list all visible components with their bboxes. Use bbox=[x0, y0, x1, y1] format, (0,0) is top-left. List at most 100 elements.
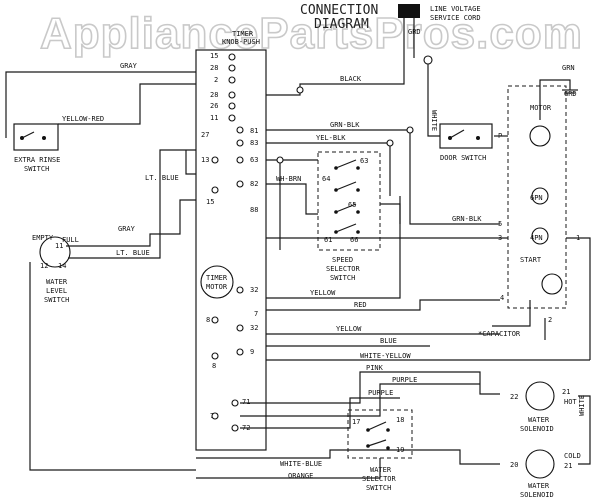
wire-label-gray-top: GRAY bbox=[120, 62, 138, 70]
wire-label-yellow-2: YELLOW bbox=[336, 325, 362, 333]
speed-terminal-63: 63 bbox=[360, 157, 368, 165]
timer-box bbox=[195, 49, 267, 451]
water-level-full-label: FULL bbox=[62, 236, 79, 244]
motor-winding-4-icon bbox=[531, 227, 549, 245]
water-level-label-line1: WATER bbox=[46, 278, 68, 286]
water-level-terminal-11: 11 bbox=[55, 242, 63, 250]
hot-solenoid-label-line2: SOLENOID bbox=[520, 425, 554, 433]
timer-contact-9: 9 bbox=[250, 348, 254, 356]
wire-label-lt-blue-1: LT. BLUE bbox=[145, 174, 179, 182]
cold-water-solenoid-icon bbox=[525, 449, 555, 479]
timer-contact-15b: 15 bbox=[206, 198, 214, 206]
extra-rinse-label-line1: EXTRA RINSE bbox=[14, 156, 60, 164]
watermark-text: AppliancePartsPros.com bbox=[40, 9, 583, 58]
wire-label-black: BLACK bbox=[340, 75, 362, 83]
timer-contact-2: 2 bbox=[214, 76, 218, 84]
timer-contact-7: 7 bbox=[254, 310, 258, 318]
wire-label-white-right: WHITE bbox=[578, 395, 586, 416]
wire-label-white-yellow: WHITE-YELLOW bbox=[360, 352, 411, 360]
speed-terminal-64: 64 bbox=[322, 175, 330, 183]
cold-terminal-21: 21 bbox=[564, 462, 572, 470]
cold-terminal-20: 20 bbox=[510, 461, 518, 469]
motor-start-label: START bbox=[520, 256, 542, 264]
water-level-empty-label: EMPTY bbox=[32, 234, 54, 242]
door-switch-label: DOOR SWITCH bbox=[440, 154, 486, 162]
motor-6pn-label: 6PN bbox=[530, 194, 543, 202]
diagram-title-line2: DIAGRAM bbox=[314, 17, 369, 32]
timer-contacts: 15 28 2 28 26 11 27 81 83 13 63 82 15 88… bbox=[201, 52, 258, 432]
door-switch-box bbox=[439, 123, 493, 149]
ws-terminal-18: 18 bbox=[396, 416, 404, 424]
diagram-title-line1: CONNECTION bbox=[300, 3, 378, 18]
wire-label-purple-1: PURPLE bbox=[392, 376, 417, 384]
timer-label-line1: TIMER bbox=[232, 30, 254, 38]
hot-terminal-22: 22 bbox=[510, 393, 518, 401]
timer-contact-81: 81 bbox=[250, 127, 258, 135]
timer-contact-8b: 8 bbox=[212, 362, 216, 370]
wire-label-white-blue: WHITE-BLUE bbox=[280, 460, 322, 468]
cord-label-line2: SERVICE CORD bbox=[430, 14, 481, 22]
motor-terminal-2: 2 bbox=[548, 316, 552, 324]
water-level-switch-icon bbox=[39, 236, 71, 268]
motor-box bbox=[507, 85, 567, 309]
timer-contact-82: 82 bbox=[250, 180, 258, 188]
motor-start-switch-icon bbox=[541, 273, 563, 295]
wire-label-gray-mid: GRAY bbox=[118, 225, 136, 233]
ground-grn-label: GRN bbox=[562, 64, 575, 72]
water-level-label-line2: LEVEL bbox=[46, 287, 67, 295]
timer-contact-32a: 32 bbox=[250, 286, 258, 294]
wire-label-yel-blk: YEL-BLK bbox=[316, 134, 346, 142]
hot-solenoid-label-line1: WATER bbox=[528, 416, 550, 424]
wire-label-white-vertical: WHITE bbox=[430, 110, 438, 131]
motor-terminal-5: 5 bbox=[498, 220, 502, 228]
wire-label-grn-blk-1: GRN-BLK bbox=[330, 121, 360, 129]
motor-grd-label: GRD bbox=[564, 90, 577, 98]
extra-rinse-switch-contact bbox=[21, 131, 35, 139]
speed-switch-label-line3: SWITCH bbox=[330, 274, 355, 282]
timer-contact-88: 88 bbox=[250, 206, 258, 214]
wire-label-pink: PINK bbox=[366, 364, 384, 372]
motor-winding-6-icon bbox=[531, 187, 549, 205]
timer-contact-27: 27 bbox=[201, 131, 209, 139]
cold-solenoid-label-line1: WATER bbox=[528, 482, 550, 490]
timer-contact-71: 71 bbox=[242, 398, 250, 406]
water-selector-label-line1: WATER bbox=[370, 466, 392, 474]
timer-motor-icon bbox=[200, 265, 234, 299]
service-cord-plug-icon bbox=[398, 4, 420, 18]
wire-label-yellow-red: YELLOW-RED bbox=[62, 115, 104, 123]
timer-label-line2: KNOB-PUSH bbox=[222, 38, 260, 46]
wire-label-lt-blue-2: LT. BLUE bbox=[116, 249, 150, 257]
wire-label-grn-blk-2: GRN-BLK bbox=[452, 215, 482, 223]
cold-label: COLD bbox=[564, 452, 581, 460]
timer-contact-rings bbox=[211, 53, 244, 432]
cold-solenoid-label-line2: SOLENOID bbox=[520, 491, 554, 499]
ground-terminal bbox=[423, 55, 433, 65]
timer-contact-32b: 32 bbox=[250, 324, 258, 332]
cord-label-line1: LINE VOLTAGE bbox=[430, 5, 481, 13]
speed-selector-switch-box bbox=[317, 151, 381, 251]
hot-terminal-21: 21 bbox=[562, 388, 570, 396]
water-selector-label-line3: SWITCH bbox=[366, 484, 391, 492]
timer-contact-8a: 8 bbox=[206, 316, 210, 324]
timer-motor-label-line2: MOTOR bbox=[206, 283, 228, 291]
wire-label-yellow-1: YELLOW bbox=[310, 289, 336, 297]
timer-contact-13: 13 bbox=[201, 156, 209, 164]
wire-label-purple-2: PURPLE bbox=[368, 389, 393, 397]
timer-contact-15a: 15 bbox=[210, 52, 218, 60]
speed-switch-label-line1: SPEED bbox=[332, 256, 353, 264]
motor-terminal-4: 4 bbox=[500, 294, 504, 302]
timer-contact-11: 11 bbox=[210, 114, 218, 122]
extra-rinse-switch-box bbox=[13, 123, 59, 151]
timer-contact-28a: 28 bbox=[210, 64, 218, 72]
speed-terminal-66: 66 bbox=[350, 236, 358, 244]
water-level-label-line3: SWITCH bbox=[44, 296, 69, 304]
speed-switch-contacts bbox=[334, 159, 360, 234]
wire-label-orange: ORANGE bbox=[288, 472, 313, 480]
speed-switch-label-line2: SELECTOR bbox=[326, 265, 361, 273]
wire-label-blue: BLUE bbox=[380, 337, 397, 345]
water-level-terminal-14: 14 bbox=[58, 262, 66, 270]
hot-water-solenoid-icon bbox=[525, 381, 555, 411]
motor-4pn-label: 4PN bbox=[530, 234, 543, 242]
